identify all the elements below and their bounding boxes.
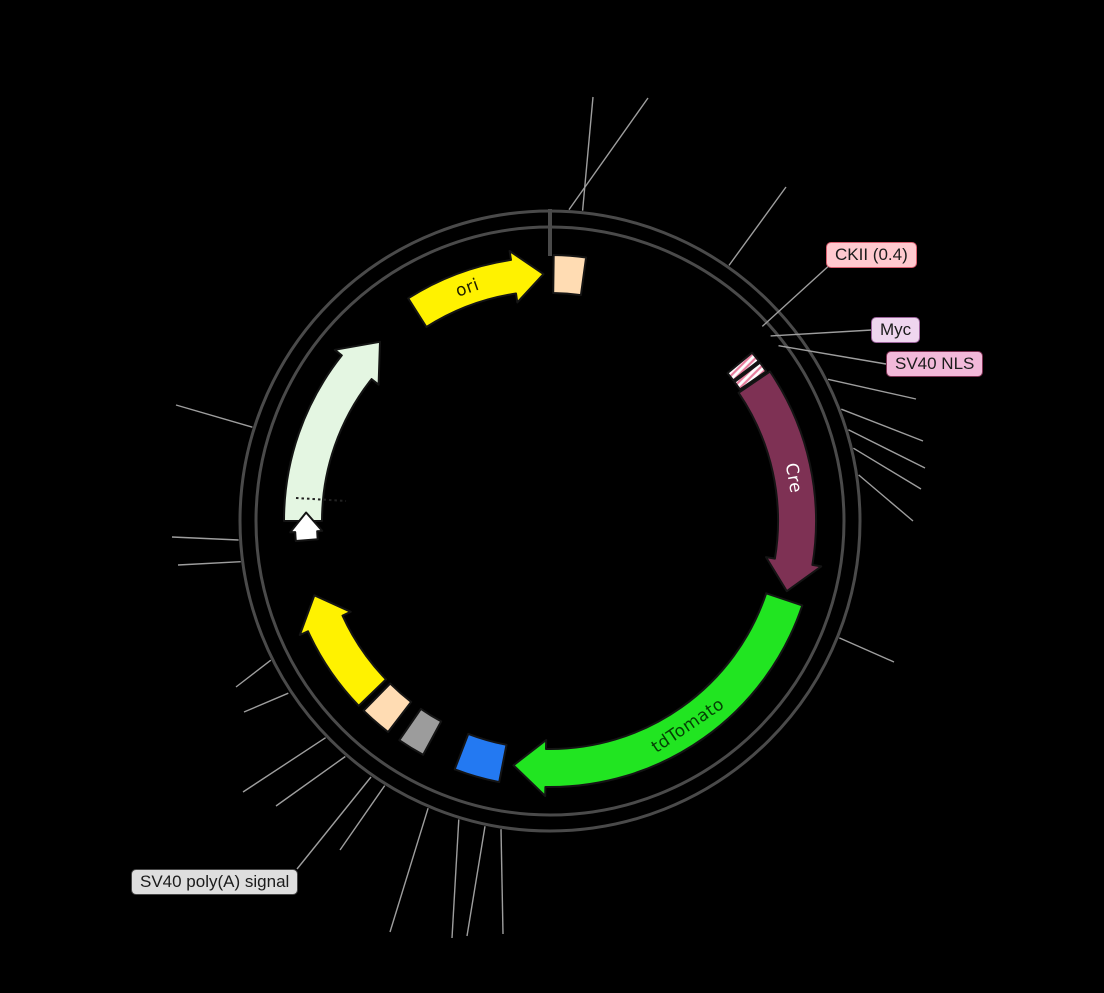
outer-ring	[238, 209, 862, 833]
site-tick-line	[853, 447, 922, 490]
site-tick-line	[568, 97, 649, 211]
site-tick-line	[839, 637, 895, 663]
site-tick-line	[171, 536, 239, 541]
site-tick-line	[243, 692, 289, 713]
backbone-rings	[238, 209, 862, 833]
tag-box-a-feature[interactable]	[726, 351, 760, 382]
site-tick-line	[451, 819, 460, 939]
site-tick-line	[581, 96, 594, 211]
rep-origin-box-feature[interactable]	[552, 254, 588, 297]
cre-feature[interactable]	[737, 370, 823, 593]
site-tick-line	[242, 737, 326, 793]
label-sv40-polya[interactable]: SV40 poly(A) signal	[131, 869, 299, 895]
sv40-nls-pointer-line	[778, 345, 887, 365]
sv40-polya-pointer-line	[296, 776, 372, 870]
promoter-arrow[interactable]	[289, 511, 324, 542]
myc-pointer-line	[770, 329, 873, 337]
ckii-pointer-line	[761, 261, 834, 327]
site-tick-line	[235, 659, 272, 688]
orf-arrow-feature[interactable]	[283, 340, 381, 522]
label-sv40-nls[interactable]: SV40 NLS	[886, 351, 984, 377]
site-tick-lines	[171, 96, 926, 939]
site-tick-line	[177, 561, 241, 566]
site-tick-line	[389, 807, 429, 933]
callout-pointer-lines	[296, 261, 887, 870]
site-tick-line	[175, 404, 253, 428]
site-tick-line	[848, 429, 926, 469]
site-tick-line	[500, 829, 504, 935]
site-tick-line	[827, 378, 917, 400]
site-tick-line	[466, 826, 486, 937]
inner-ring	[254, 225, 846, 817]
site-tick-line	[728, 186, 787, 266]
site-tick-line	[841, 408, 924, 442]
yellow-arrow-feature[interactable]	[298, 594, 387, 707]
peach-box-feature[interactable]	[362, 682, 413, 733]
tag-box-b-feature[interactable]	[733, 361, 768, 391]
tdtomato-feature[interactable]	[512, 592, 804, 797]
site-tick-line	[275, 755, 346, 807]
site-tick-line	[858, 474, 914, 522]
grey-box-feature[interactable]	[398, 707, 443, 756]
blue-box-feature[interactable]	[453, 732, 508, 784]
site-tick-line	[339, 785, 386, 851]
label-myc[interactable]: Myc	[871, 317, 921, 343]
label-ckii[interactable]: CKII (0.4)	[826, 242, 917, 268]
ori-feature[interactable]	[407, 250, 545, 328]
